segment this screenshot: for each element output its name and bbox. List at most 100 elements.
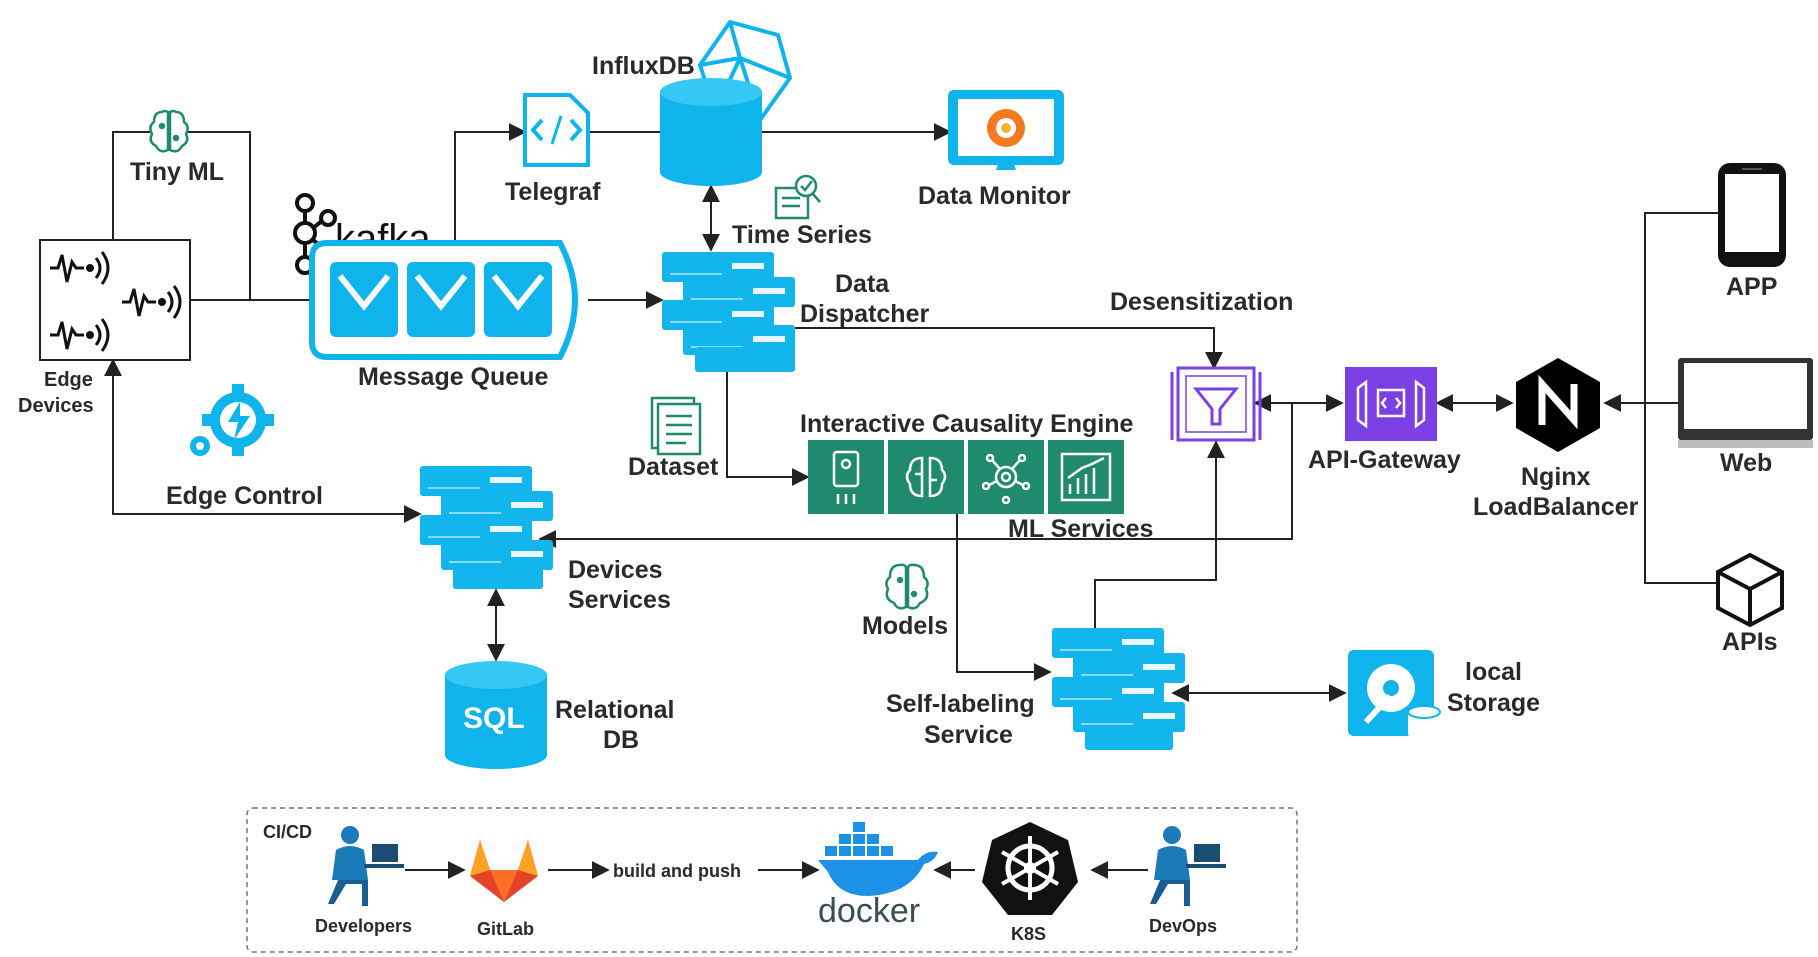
cube-icon	[1716, 552, 1784, 628]
tiny-ml: Tiny ML	[130, 109, 224, 186]
network-gear-icon	[981, 453, 1031, 505]
data-monitor: Data Monitor	[918, 90, 1071, 210]
k8s-label: K8S	[1011, 924, 1046, 944]
brain-chip-icon	[885, 563, 929, 610]
tiny-ml-label: Tiny ML	[130, 158, 224, 186]
server-stack-icon	[1051, 627, 1186, 750]
influxdb-label: InfluxDB	[592, 52, 695, 80]
server-stack-icon	[661, 251, 796, 372]
data-dispatcher: Data Dispatcher	[661, 251, 929, 372]
local-storage: local Storage	[1348, 650, 1540, 740]
dataset: Dataset	[628, 396, 719, 481]
devices-services-label-2: Services	[568, 586, 671, 614]
telegraf: Telegraf	[505, 93, 601, 206]
data-dispatcher-label-1: Data	[835, 270, 890, 298]
engine-title: Interactive Causality Engine	[800, 410, 1134, 438]
edge-control: Edge Control	[166, 384, 323, 510]
cicd-title: CI/CD	[263, 822, 312, 842]
chart-document-icon	[774, 174, 821, 220]
influxdb: InfluxDB	[592, 19, 793, 186]
message-queue: kafka Message Queue	[293, 193, 578, 391]
nginx: Nginx LoadBalancer	[1473, 358, 1639, 521]
gateway-to-devices-arrow	[538, 403, 1293, 548]
sensor-icon	[50, 251, 110, 285]
message-queue-label: Message Queue	[358, 363, 548, 391]
monitor-grafana-icon	[948, 90, 1064, 170]
bar-chart-icon	[1060, 452, 1112, 502]
devops-person-icon	[1150, 826, 1226, 906]
relational-db: SQL Relational DB	[445, 661, 674, 769]
kafka-to-telegraf-arrow	[454, 123, 527, 240]
api-gateway-label: API-Gateway	[1308, 446, 1461, 474]
build-and-push-label: build and push	[613, 861, 741, 881]
api-gateway: API-Gateway	[1308, 367, 1461, 474]
server-stack-icon	[419, 465, 554, 589]
time-series: Time Series	[732, 174, 872, 249]
desensitization-label: Desensitization	[1110, 288, 1293, 316]
relational-db-label-2: DB	[603, 726, 639, 754]
filter-document-icon	[1170, 366, 1262, 442]
gear-lightning-icon	[190, 384, 274, 456]
brain-icon	[905, 456, 947, 498]
data-dispatcher-label-2: Dispatcher	[800, 300, 929, 328]
relational-db-label-1: Relational	[555, 696, 674, 724]
dispatcher-to-engine-arrow	[726, 372, 810, 486]
developers-label: Developers	[315, 916, 412, 936]
edge-control-arrow	[104, 358, 422, 523]
devices-services: Devices Services	[419, 465, 671, 614]
desensitization: Desensitization	[1110, 288, 1293, 442]
client-web: Web	[1678, 358, 1813, 477]
sql-label: SQL	[463, 702, 525, 735]
nginx-label-2: LoadBalancer	[1473, 493, 1639, 521]
gateway-glyph-icon	[1356, 379, 1426, 429]
sql-database-icon	[445, 661, 547, 769]
devops-label: DevOps	[1149, 916, 1217, 936]
ml-services-label: ML Services	[1008, 515, 1153, 543]
interactive-causality-engine: Interactive Causality Engine	[800, 410, 1153, 543]
client-app: APP	[1718, 163, 1786, 301]
client-apis: APIs	[1716, 552, 1784, 656]
self-labeling-service: Self-labeling Service	[886, 627, 1186, 750]
brain-chip-icon	[149, 109, 189, 153]
data-monitor-label: Data Monitor	[918, 182, 1071, 210]
gitlab-logo-icon	[470, 840, 538, 902]
connectors	[104, 123, 1718, 702]
sensor-icon	[122, 285, 182, 319]
self-labeling-label-2: Service	[924, 721, 1013, 749]
edge-devices-label-1: Edge	[44, 369, 93, 391]
edge-devices: Edge Devices	[18, 239, 191, 417]
local-storage-label-1: local	[1465, 658, 1522, 686]
api-gateway-icon	[1345, 367, 1437, 441]
local-storage-label-2: Storage	[1447, 689, 1540, 717]
document-list-icon	[650, 396, 702, 456]
developer-person-icon	[328, 826, 404, 906]
apis-label: APIs	[1722, 628, 1778, 656]
clients-bus-line	[1644, 212, 1718, 584]
code-file-icon	[523, 93, 590, 167]
web-label: Web	[1720, 449, 1772, 477]
app-label: APP	[1726, 273, 1777, 301]
ml-service-tile	[888, 440, 964, 514]
edge-devices-label-2: Devices	[18, 395, 94, 417]
hard-disk-icon	[1348, 650, 1441, 740]
queue-message-icons	[330, 262, 552, 337]
nginx-label-1: Nginx	[1521, 463, 1591, 491]
docker-logo-icon	[818, 822, 938, 896]
database-cylinder-icon	[660, 78, 762, 186]
cicd-panel: CI/CD Developers GitLab build and push	[246, 807, 1298, 953]
edge-control-label: Edge Control	[166, 482, 323, 510]
sensor-icon	[50, 318, 110, 352]
k8s-logo-icon	[982, 822, 1078, 915]
ml-service-tile	[968, 440, 1044, 514]
models-label: Models	[862, 612, 948, 640]
docker-label: docker	[818, 892, 920, 930]
engine-to-selflabel-arrow	[956, 512, 1052, 681]
gitlab-label: GitLab	[477, 919, 534, 939]
time-series-label: Time Series	[732, 221, 872, 249]
dispatcher-to-desensitization-arrow	[795, 327, 1223, 370]
telegraf-label: Telegraf	[505, 178, 601, 206]
selflabel-to-desens-arrow	[1094, 440, 1225, 628]
models: Models	[862, 563, 948, 640]
device-icon	[832, 450, 860, 504]
